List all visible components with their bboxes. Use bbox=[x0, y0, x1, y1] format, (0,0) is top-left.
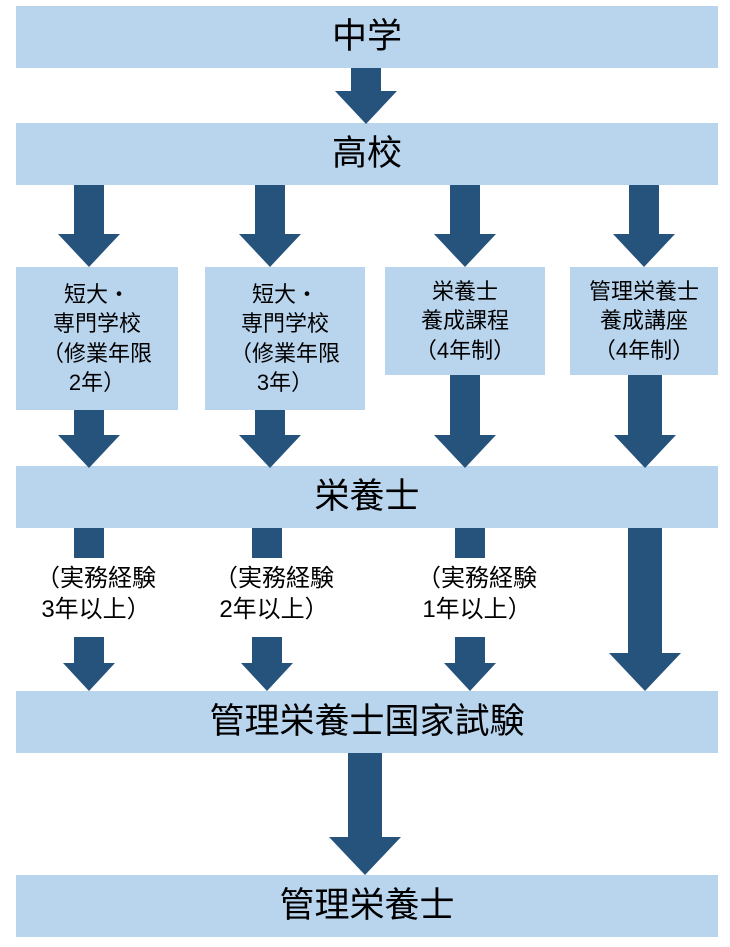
arrow-dietitian-to-exam-1 bbox=[63, 637, 115, 691]
arrow-shaft bbox=[450, 375, 480, 436]
arrow-school-2-to-dietitian bbox=[239, 410, 301, 468]
arrow-shaft bbox=[252, 637, 282, 663]
arrow-dietitian-to-exam-2-upper-shaft bbox=[252, 528, 282, 558]
arrow-head bbox=[239, 234, 301, 267]
node-national-exam: 管理栄養士国家試験 bbox=[16, 691, 718, 753]
arrow-high-school-to-school-2 bbox=[239, 185, 301, 267]
arrow-dietitian-to-exam-3-upper-shaft bbox=[455, 528, 485, 558]
arrow-shaft bbox=[628, 528, 662, 653]
arrow-shaft bbox=[255, 185, 285, 235]
arrow-shaft bbox=[74, 185, 104, 235]
node-national-exam-label: 管理栄養士国家試験 bbox=[209, 701, 525, 741]
arrow-exam-to-registered-dietitian bbox=[329, 753, 401, 875]
arrow-head bbox=[434, 234, 496, 267]
arrow-shaft bbox=[450, 185, 480, 235]
arrow-head bbox=[614, 435, 676, 468]
arrow-high-school-to-school-4 bbox=[613, 185, 675, 267]
node-registered-dietitian: 管理栄養士 bbox=[16, 875, 718, 937]
arrow-head bbox=[58, 234, 120, 267]
arrow-dietitian-to-exam-2 bbox=[241, 637, 293, 691]
node-junior-high: 中学 bbox=[16, 6, 718, 68]
arrow-dietitian-to-exam-3 bbox=[444, 637, 496, 691]
experience-note-1: （実務経験 3年以上） bbox=[36, 565, 156, 624]
experience-note-3: （実務経験 1年以上） bbox=[417, 565, 537, 624]
arrow-junior-high-to-high-school bbox=[335, 68, 397, 124]
arrow-head bbox=[444, 663, 496, 691]
node-high-school-label: 高校 bbox=[331, 133, 402, 173]
arrow-dietitian-to-exam-1-upper-shaft bbox=[74, 528, 104, 558]
node-junior-high-label: 中学 bbox=[331, 16, 402, 56]
node-high-school: 高校 bbox=[16, 123, 718, 185]
arrow-high-school-to-school-3 bbox=[434, 185, 496, 267]
arrow-shaft bbox=[629, 185, 659, 235]
arrow-dietitian-to-exam-4 bbox=[609, 528, 681, 691]
arrow-school-1-to-dietitian bbox=[58, 410, 120, 468]
node-registered-dietitian-label: 管理栄養士 bbox=[279, 885, 455, 925]
node-dietitian-label: 栄養士 bbox=[314, 476, 420, 516]
experience-note-2: （実務経験 2年以上） bbox=[214, 565, 334, 624]
arrow-high-school-to-school-1 bbox=[58, 185, 120, 267]
arrow-head bbox=[335, 91, 397, 124]
node-school-4: 管理栄養士 養成講座 （4年制） bbox=[570, 267, 718, 375]
arrow-head bbox=[241, 663, 293, 691]
arrow-head bbox=[58, 435, 120, 468]
arrow-shaft bbox=[348, 753, 382, 837]
arrow-shaft bbox=[351, 68, 381, 92]
node-school-2: 短大・ 専門学校 （修業年限 3年） bbox=[205, 267, 365, 410]
arrow-shaft bbox=[74, 410, 104, 436]
arrow-head bbox=[63, 663, 115, 691]
node-dietitian: 栄養士 bbox=[16, 466, 718, 528]
arrow-head bbox=[434, 435, 496, 468]
arrow-head bbox=[329, 837, 401, 875]
arrow-head bbox=[609, 653, 681, 691]
arrow-shaft bbox=[74, 637, 104, 663]
arrow-head bbox=[613, 234, 675, 267]
arrow-school-3-to-dietitian bbox=[434, 375, 496, 468]
node-school-1: 短大・ 専門学校 （修業年限 2年） bbox=[16, 267, 178, 410]
arrow-school-4-to-dietitian bbox=[613, 375, 677, 468]
arrow-shaft bbox=[255, 410, 285, 436]
arrow-shaft bbox=[628, 375, 662, 436]
arrow-shaft bbox=[455, 637, 485, 663]
node-school-3: 栄養士 養成課程 （4年制） bbox=[385, 267, 545, 375]
arrow-head bbox=[239, 435, 301, 468]
